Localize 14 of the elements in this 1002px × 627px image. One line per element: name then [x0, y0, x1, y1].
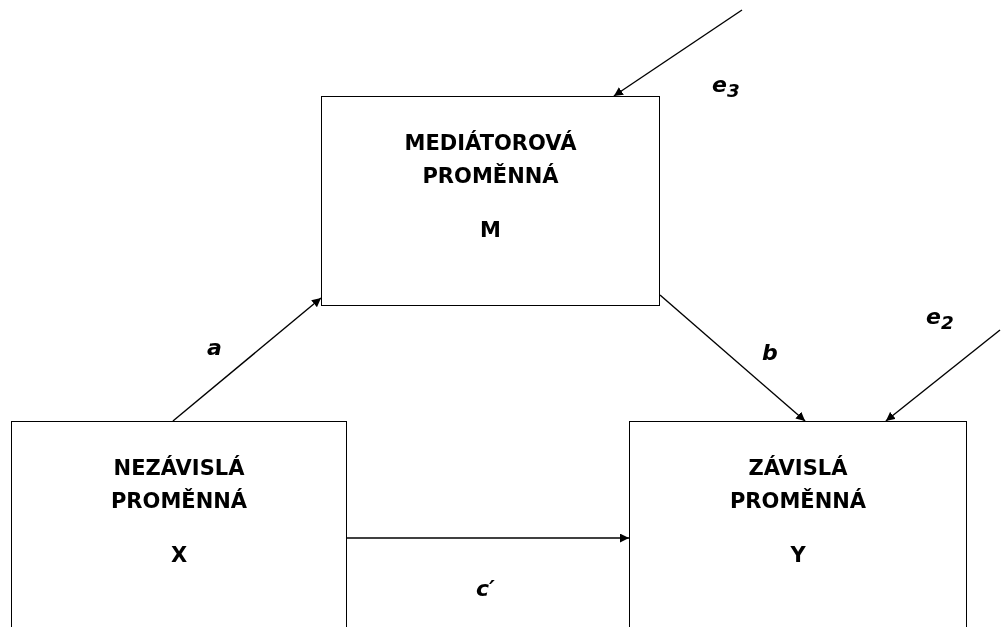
variable-symbol: Y [790, 543, 806, 568]
independent-variable-box [11, 421, 347, 627]
arrow [172, 297, 322, 422]
arrow [659, 294, 806, 422]
variable-symbol: M [480, 218, 501, 243]
variable-name: ZÁVISLÁ PROMĚNNÁ [728, 454, 868, 515]
arrow [613, 9, 743, 97]
arrow [346, 533, 630, 543]
arrow [885, 329, 1001, 422]
variable-name: MEDIÁTOROVÁ PROMĚNNÁ [403, 129, 578, 190]
variable-name: NEZÁVISLÁ PROMĚNNÁ [109, 454, 249, 515]
dependent-variable-box [629, 421, 967, 627]
variable-symbol: X [170, 543, 188, 568]
mediator-box [321, 96, 660, 306]
